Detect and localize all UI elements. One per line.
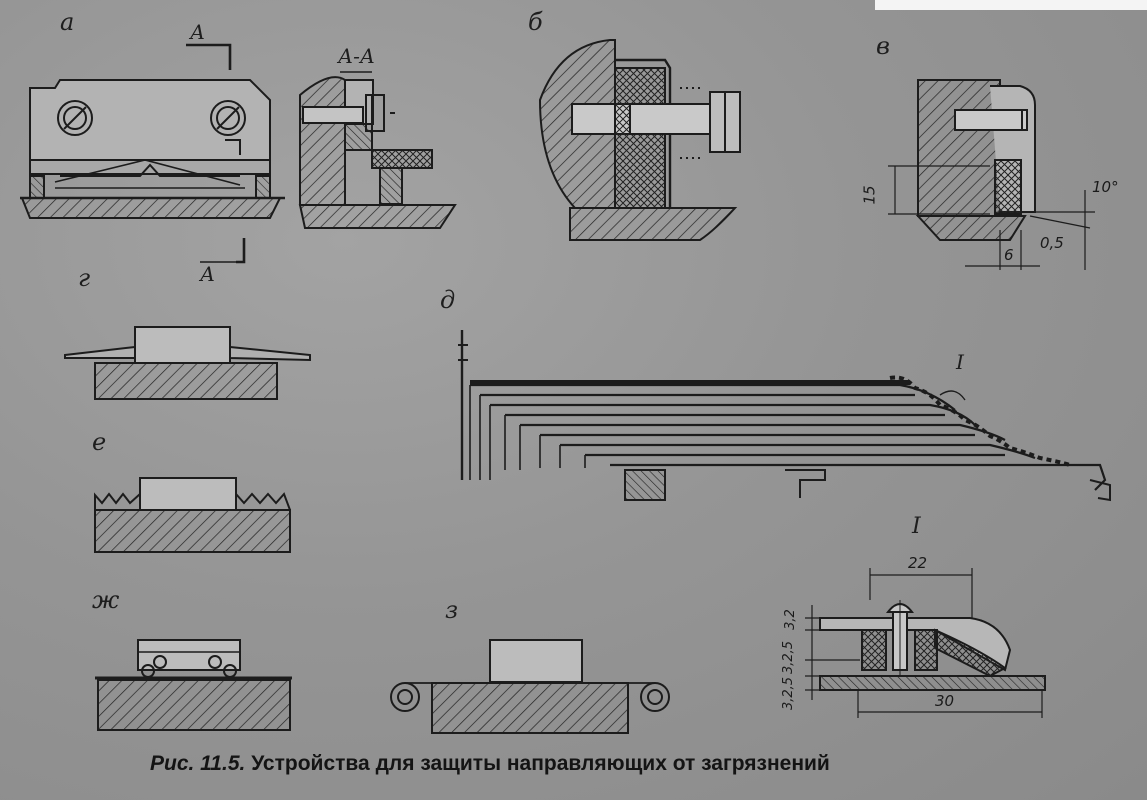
detail-mark: I (956, 350, 964, 374)
label-d: д (440, 286, 456, 314)
figure-caption: Рис. 11.5. Устройства для защиты направл… (150, 752, 1050, 776)
view-v (888, 79, 1095, 270)
dim-i-bottom: 30 (935, 692, 955, 710)
view-a-section (298, 71, 457, 229)
dim-i-top: 22 (908, 554, 928, 572)
label-zh: ж (92, 586, 120, 614)
view-z (390, 639, 670, 734)
label-b: б (528, 8, 543, 36)
section-mark-top: А (190, 20, 206, 44)
view-zh (95, 639, 292, 731)
dim-v-height: 15 (860, 185, 879, 205)
section-mark-bottom: А (200, 262, 216, 286)
dim-v-gap: 0,5 (1040, 234, 1064, 252)
view-a (20, 43, 285, 264)
section-title: А-А (338, 44, 376, 68)
view-detail-i (805, 568, 1046, 718)
dim-i-left-2: 3,2,5 (781, 640, 797, 675)
dim-v-width: 6 (1004, 246, 1014, 264)
view-b (538, 39, 741, 241)
label-g: г (78, 264, 91, 292)
dim-v-angle: 10° (1092, 178, 1119, 196)
label-e: е (92, 428, 107, 456)
view-g (64, 326, 311, 400)
label-v: в (876, 32, 890, 60)
label-z: з (445, 596, 459, 624)
dim-i-left-1: 3,2 (782, 609, 798, 630)
view-e (94, 477, 291, 553)
scan-corner-patch (875, 0, 1147, 10)
dim-i-left-3: 3,2,5 (781, 676, 797, 711)
caption-number: Рис. 11.5. (150, 752, 246, 775)
label-a: а (60, 8, 75, 36)
view-d (458, 330, 1111, 502)
caption-text: Устройства для защиты направляющих от за… (251, 752, 830, 775)
detail-title: I (912, 514, 921, 539)
